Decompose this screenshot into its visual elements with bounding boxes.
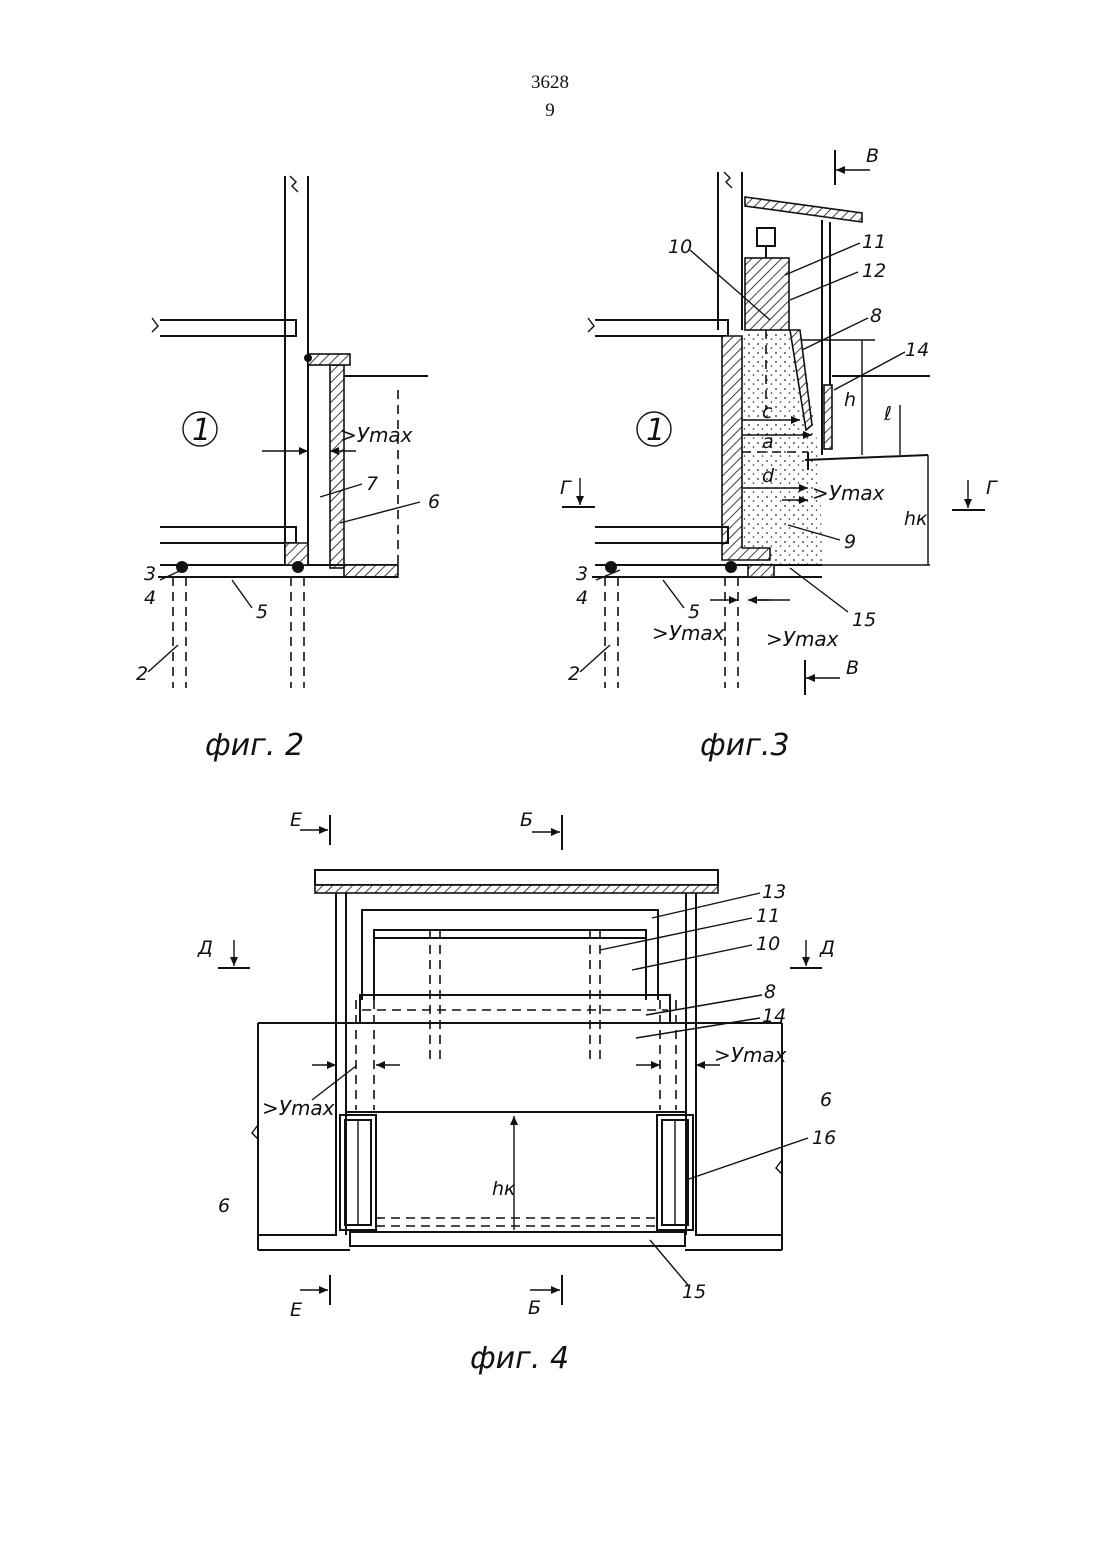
fig4-section-b-bottom: Б <box>528 1297 541 1319</box>
fig3-label-5: 5 <box>688 601 700 623</box>
fig3-dim-d: d <box>762 465 775 487</box>
fig3-room-number: 1 <box>646 413 665 448</box>
fig3-ymax-left: >Уmax <box>652 621 725 645</box>
fig2-room-number: 1 <box>192 413 211 448</box>
fig4-label-6-right: 6 <box>820 1089 832 1111</box>
fig3-dim-l: ℓ <box>883 403 892 425</box>
fig3-label-15: 15 <box>852 609 876 631</box>
fig2-label-2: 2 <box>136 663 148 685</box>
figure-4: 13 11 10 8 14 6 16 6 15 hк Е Е Б Б Д Д >… <box>197 809 836 1376</box>
fig4-label-11: 11 <box>756 905 780 927</box>
fig3-label-14: 14 <box>905 339 929 361</box>
fig2-label-5: 5 <box>256 601 268 623</box>
fig3-section-v-top: В <box>866 145 879 167</box>
fig4-ymax-right: >Уmax <box>714 1043 787 1067</box>
fig4-ymax-left: >Уmax <box>262 1096 335 1120</box>
fig3-ymax-base: >Уmax <box>766 627 839 651</box>
fig4-caption: фиг. 4 <box>470 1341 569 1376</box>
fig3-label-8: 8 <box>870 305 882 327</box>
fig3-label-3: 3 <box>576 563 588 585</box>
fig2-label-6: 6 <box>428 491 440 513</box>
fig3-label-11: 11 <box>862 231 886 253</box>
fig3-dim-a: a <box>762 431 774 453</box>
fig4-dim-hk: hк <box>492 1178 516 1200</box>
fig3-label-12: 10 <box>668 236 692 258</box>
fig2-caption: фиг. 2 <box>205 728 304 763</box>
figure-2: 1 >Уmax 3 4 5 2 6 7 фиг. 2 <box>136 176 440 763</box>
fig3-label-4: 4 <box>576 587 588 609</box>
fig4-section-d-right: Д <box>819 937 835 959</box>
fig3-dim-hk: hк <box>904 508 928 530</box>
fig2-label-3: 3 <box>144 563 156 585</box>
fig3-caption: фиг.3 <box>700 728 790 763</box>
fig4-label-14: 14 <box>762 1005 786 1027</box>
fig4-section-e-bottom: Е <box>290 1299 302 1321</box>
figure-3: 1 10 11 12 8 14 9 15 3 4 5 2 c a d h ℓ h… <box>560 145 998 763</box>
fig3-section-v-bottom: В <box>846 657 859 679</box>
fig3-ymax-right: >Уmax <box>812 481 885 505</box>
fig2-label-7: 7 <box>366 473 378 495</box>
fig3-dim-h: h <box>844 389 856 411</box>
fig3-label-2: 2 <box>568 663 580 685</box>
fig3-label-9: 9 <box>844 531 856 553</box>
fig4-label-10: 10 <box>756 933 780 955</box>
fig4-section-b-top: Б <box>520 809 533 831</box>
fig3-label-10: 12 <box>862 260 886 282</box>
fig4-section-e-top: Е <box>290 809 302 831</box>
fig4-label-15: 15 <box>682 1281 706 1303</box>
fig3-section-g-left: Г <box>560 477 572 499</box>
fig4-section-d-left: Д <box>197 937 213 959</box>
fig3-dim-c: c <box>762 401 773 423</box>
fig2-label-4: 4 <box>144 587 156 609</box>
fig3-section-g-right: Г <box>986 477 998 499</box>
fig4-label-6-left: 6 <box>218 1195 230 1217</box>
fig2-ymax-label: >Уmax <box>340 423 413 447</box>
fig4-label-8: 8 <box>764 981 776 1003</box>
fig4-label-13: 13 <box>762 881 786 903</box>
fig4-label-16: 16 <box>812 1127 836 1149</box>
